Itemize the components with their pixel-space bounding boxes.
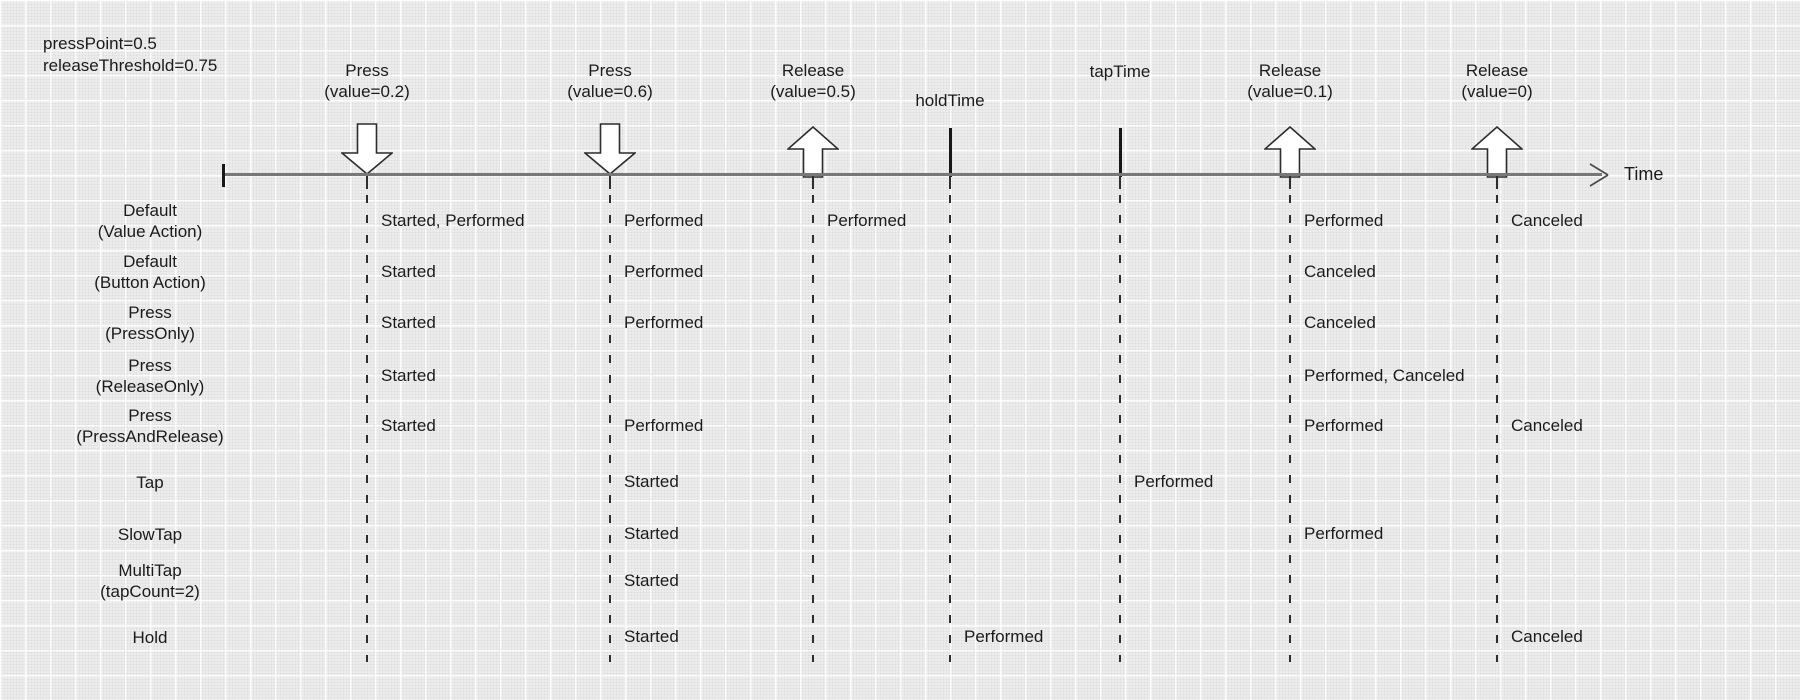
event-label-line: Release [1465,61,1529,80]
phase-cell: Started [381,366,436,385]
event-label: Release (value=0) [1397,60,1597,102]
row-label-line: (Value Action) [97,222,203,241]
interaction-row-label: Hold [35,627,265,648]
phase-cell: Performed [624,313,704,332]
time-axis-start-tick [222,164,225,187]
dashed-line [1496,195,1498,662]
event-label: holdTime [850,90,1050,111]
phase-cell: Performed [624,416,704,435]
interaction-row-label: SlowTap [35,524,265,545]
row-label-line: Default [123,201,177,220]
phase-cell: Started [624,627,679,646]
axis-event-tick [1289,176,1291,189]
interaction-row-label: Default (Value Action) [35,200,265,242]
event-label-line: (value=0.2) [324,82,410,101]
event-label-line: Release [781,61,845,80]
interaction-row-label: Press (PressAndRelease) [35,405,265,447]
phase-cell: Performed [1134,472,1214,491]
axis-event-tick [609,176,611,189]
phase-cell: Started [381,313,436,332]
phase-cell: Started, Performed [381,211,525,230]
phase-cell: Canceled [1511,416,1583,435]
dashed-line [812,195,814,662]
phase-cell: Performed [624,211,704,230]
dashed-line [366,195,368,662]
event-label-line: tapTime [1089,62,1151,81]
row-label-line: (tapCount=2) [100,582,200,601]
event-label-line: Press [588,61,632,80]
row-label-line: (PressAndRelease) [76,427,224,446]
phase-cell: Performed [1304,416,1384,435]
event-label-line: Release [1258,61,1322,80]
event-label-line: (value=0) [1461,82,1533,101]
phase-cell: Canceled [1511,211,1583,230]
row-label-line: MultiTap [118,561,182,580]
interaction-row-label: Press (PressOnly) [35,302,265,344]
phase-cell: Performed [1304,211,1384,230]
row-label-line: Default [123,252,177,271]
event-label: Release (value=0.5) [713,60,913,102]
phase-cell: Canceled [1304,313,1376,332]
dashed-line [1119,195,1121,662]
event-label: Press (value=0.2) [267,60,467,102]
phase-cell: Started [624,571,679,590]
row-label-line: (Button Action) [94,273,206,292]
release-arrow-up-icon [787,126,839,178]
phase-cell: Started [624,524,679,543]
event-label: Press (value=0.6) [510,60,710,102]
config-release-threshold: releaseThreshold=0.75 [43,56,218,75]
time-axis-label: Time [1624,164,1664,184]
dashed-line [1289,195,1291,662]
axis-event-tick [812,176,814,189]
row-label-line: SlowTap [117,524,183,544]
phase-cell: Performed [1304,524,1384,543]
phase-cell: Performed [964,627,1044,646]
phase-cell: Canceled [1304,262,1376,281]
dashed-line [949,195,951,662]
config-press-point: pressPoint=0.5 [43,34,157,53]
event-label: tapTime [1020,61,1220,82]
phase-cell: Performed [827,211,907,230]
time-axis-arrowhead-icon [1589,163,1609,187]
phase-cell: Started [624,472,679,491]
event-label-line: holdTime [915,91,985,110]
phase-cell: Performed, Canceled [1304,366,1465,385]
event-label-line: (value=0.5) [770,82,856,101]
event-label-line: (value=0.1) [1247,82,1333,101]
phase-cell: Started [381,262,436,281]
phase-cell: Performed [624,262,704,281]
axis-event-tick [1496,176,1498,189]
config-note: pressPoint=0.5 releaseThreshold=0.75 [43,33,217,77]
event-label: Release (value=0.1) [1190,60,1390,102]
event-label-line: Press [345,61,389,80]
interaction-row-label: Press (ReleaseOnly) [35,355,265,397]
interaction-row-label: Tap [35,472,265,493]
dashed-line [609,195,611,662]
time-threshold-tick [949,128,952,177]
row-label-line: Press [128,303,172,322]
interaction-row-label: MultiTap (tapCount=2) [35,560,265,602]
axis-event-tick [1119,176,1121,189]
row-label-line: (PressOnly) [105,324,195,343]
time-axis-line [224,173,1602,176]
phase-cell: Canceled [1511,627,1583,646]
phase-cell: Started [381,416,436,435]
row-label-line: Tap [136,472,164,492]
axis-event-tick [949,176,951,189]
interaction-row-label: Default (Button Action) [35,251,265,293]
row-label-line: Hold [132,627,168,647]
row-label-line: Press [128,406,172,425]
press-arrow-down-icon [341,123,393,175]
release-arrow-up-icon [1471,126,1523,178]
axis-event-tick [366,176,368,189]
event-label-line: (value=0.6) [567,82,653,101]
time-threshold-tick [1119,128,1122,177]
row-label-line: Press [128,356,172,375]
row-label-line: (ReleaseOnly) [95,377,205,396]
release-arrow-up-icon [1264,126,1316,178]
press-arrow-down-icon [584,123,636,175]
